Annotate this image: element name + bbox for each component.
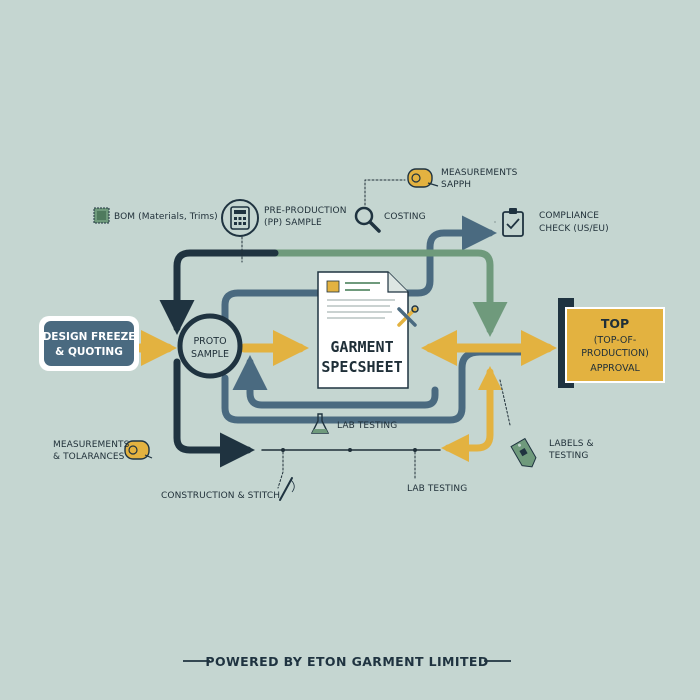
top-line2: (TOP-OF- <box>594 335 637 346</box>
beaker-icon <box>310 413 330 434</box>
needle-icon <box>279 477 295 501</box>
flow-navy-bottom <box>173 358 255 468</box>
flow-lines <box>135 179 557 489</box>
proto-sample-node: PROTO SAMPLE <box>177 313 243 379</box>
leader-labels <box>499 379 511 426</box>
compliance-line2: CHECK (US/EU) <box>539 224 609 234</box>
footer-text: POWERED BY ETON GARMENT LIMITED <box>205 654 488 669</box>
flow-green-top <box>271 249 508 337</box>
meas-sapph-line1: MEASUREMENTS <box>441 168 518 178</box>
bom-label: BOM (Materials, Trims) <box>114 212 218 222</box>
tape-measure-icon <box>407 168 439 188</box>
meas-tol-line2: & TOLARANCES <box>53 452 125 462</box>
proto-line2: SAMPLE <box>191 349 229 360</box>
top-line1: TOP <box>601 316 629 331</box>
leader-costing <box>364 179 406 206</box>
labels: BOM (Materials, Trims) PRE-PRODUCTION (P… <box>53 168 609 501</box>
specsheet-line2: SPECSHEET <box>321 358 402 376</box>
meas-sapph-line2: SAPPH <box>441 180 471 190</box>
bom-swatch-icon <box>93 207 110 224</box>
flow-slate-top-loop <box>221 215 497 334</box>
garment-specsheet-node: GARMENT SPECSHEET <box>317 271 419 389</box>
footer: POWERED BY ETON GARMENT LIMITED <box>183 654 511 669</box>
lab-testing-low: LAB TESTING <box>407 484 467 494</box>
flow-slate-bottom-loop <box>221 348 544 424</box>
flow-slate-return <box>232 355 439 409</box>
tools-icon <box>397 305 419 327</box>
pp-label-line2: (PP) SAMPLE <box>264 218 322 228</box>
clipboard-check-icon <box>502 208 524 237</box>
labels-testing-line1: LABELS & <box>549 439 594 449</box>
top-line4: APPROVAL <box>590 363 640 374</box>
meas-tol-line1: MEASUREMENTS <box>53 440 130 450</box>
compliance-line1: COMPLIANCE <box>539 211 599 221</box>
flow-mustard-labels <box>441 368 494 462</box>
specsheet-line1: GARMENT <box>330 338 393 356</box>
top-approval-node: TOP (TOP-OF- PRODUCTION) APPROVAL <box>558 298 665 388</box>
pp-label-line1: PRE-PRODUCTION <box>264 206 347 216</box>
leader-construction <box>277 451 284 489</box>
tape-measure-icon-left <box>124 440 153 460</box>
construction-label: CONSTRUCTION & STITCH <box>161 491 280 501</box>
design-freeze-line1: DESIGN FREEZE <box>43 331 136 343</box>
proto-line1: PROTO <box>193 336 226 347</box>
calculator-icon <box>221 199 259 237</box>
costing-label: COSTING <box>384 212 426 222</box>
lab-testing-mid: LAB TESTING <box>337 421 397 431</box>
magnifier-icon <box>354 206 381 233</box>
design-freeze-line2: & QUOTING <box>55 346 123 358</box>
flow-navy-top <box>159 249 279 335</box>
tag-icon <box>510 437 537 468</box>
design-freeze-node: DESIGN FREEZE & QUOTING <box>39 316 139 371</box>
top-line3: PRODUCTION) <box>581 348 649 359</box>
labels-testing-line2: TESTING <box>548 451 588 461</box>
